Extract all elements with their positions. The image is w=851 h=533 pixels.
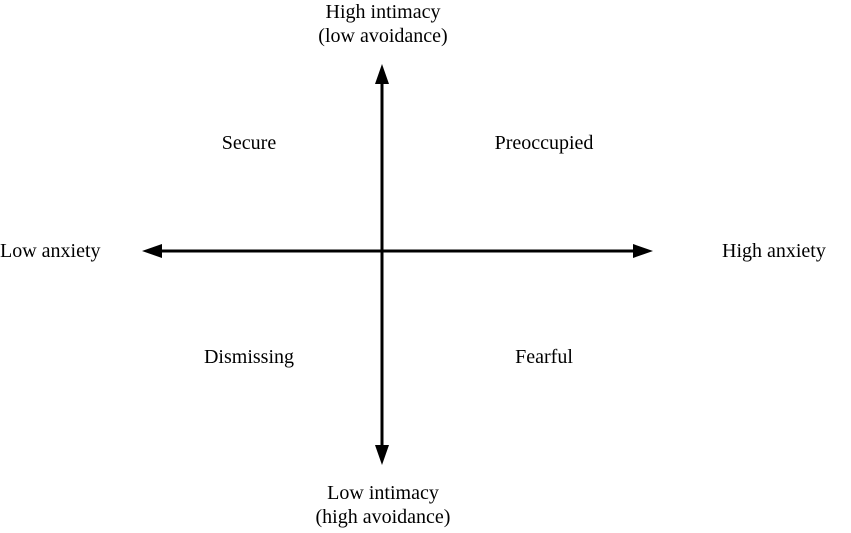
bottom-axis-label: Low intimacy (high avoidance) xyxy=(316,481,451,529)
vertical-axis-arrow-down xyxy=(375,445,389,465)
quadrant-label-secure: Secure xyxy=(221,132,277,154)
quadrant-label-fearful: Fearful xyxy=(515,346,573,368)
top-axis-label: High intimacy (low avoidance) xyxy=(318,0,447,48)
vertical-axis-arrow-up xyxy=(375,64,389,84)
right-axis-label: High anxiety xyxy=(722,240,826,262)
top-axis-label-line1: High intimacy xyxy=(325,1,441,23)
quadrant-label-preoccupied: Preoccupied xyxy=(494,132,594,154)
horizontal-axis-arrow-right xyxy=(633,244,653,258)
bottom-axis-label-line2: (high avoidance) xyxy=(315,506,451,528)
horizontal-axis-arrow-left xyxy=(142,244,162,258)
quadrant-label-dismissing: Dismissing xyxy=(203,346,295,368)
left-axis-label: Low anxiety xyxy=(0,240,101,262)
top-axis-label-line2: (low avoidance) xyxy=(318,25,448,47)
bottom-axis-label-line1: Low intimacy xyxy=(327,482,439,504)
